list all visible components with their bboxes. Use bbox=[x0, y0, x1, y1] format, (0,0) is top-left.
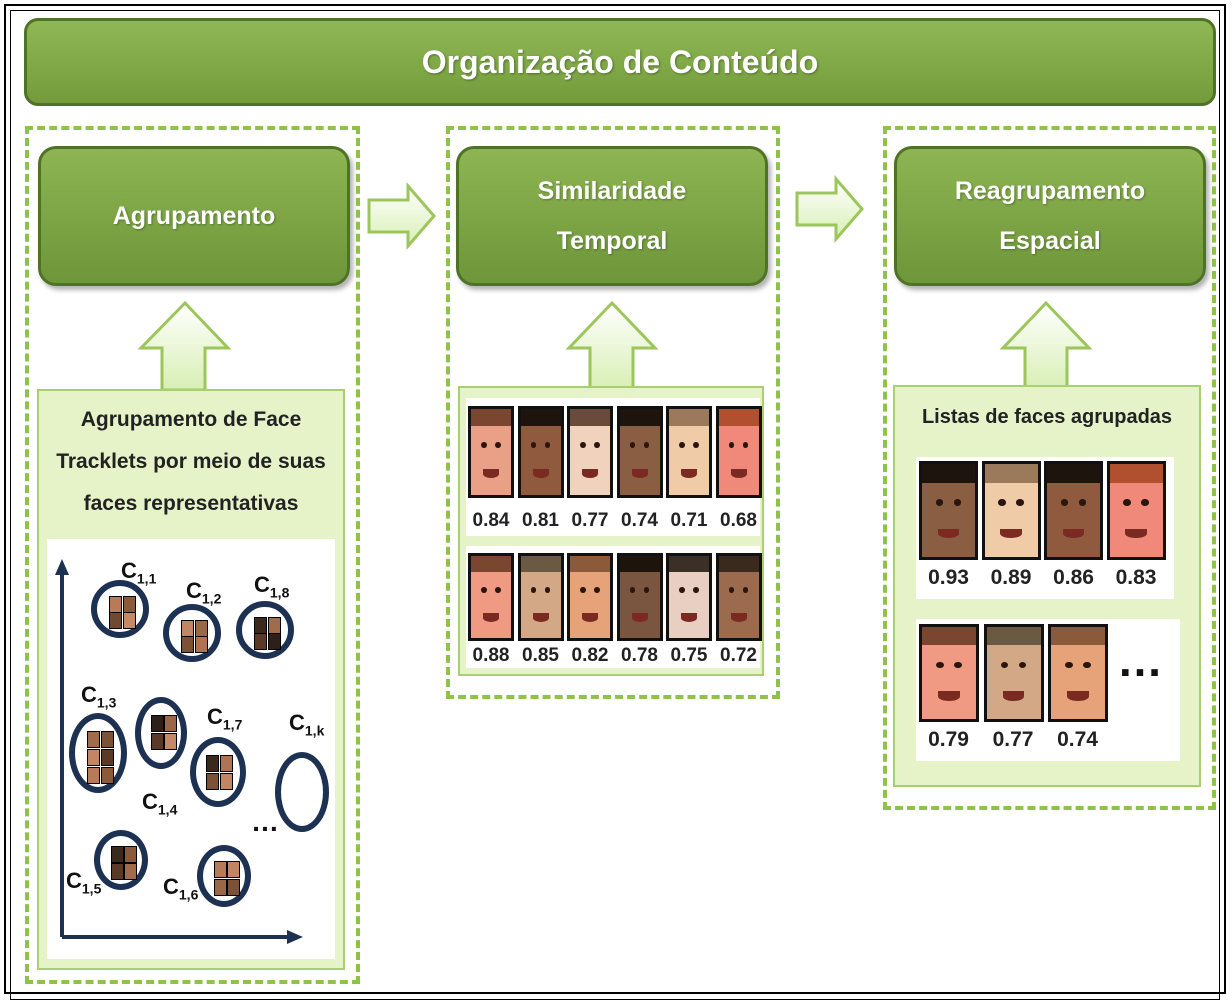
temporal-face-row1-1 bbox=[468, 406, 514, 498]
x-axis-arrowhead bbox=[287, 930, 303, 944]
spatial-face-row1-1 bbox=[919, 461, 978, 560]
temporal-score-row1-1: 0.84 bbox=[472, 510, 510, 531]
scatter-axes bbox=[55, 559, 303, 944]
column-reagrupamento bbox=[883, 126, 1216, 810]
reagrupamento-line: Reagrupamento bbox=[954, 177, 1146, 205]
up-arrow-2 bbox=[565, 300, 659, 392]
y-axis-arrowhead bbox=[55, 559, 69, 575]
up-arrow-3 bbox=[999, 300, 1093, 392]
temporal-face-row1-3 bbox=[567, 406, 613, 498]
temporal-face-row2-4 bbox=[616, 553, 663, 641]
temporal-face-row2-5 bbox=[666, 553, 712, 641]
label-c-1-1: C1,1 bbox=[121, 558, 157, 587]
temporal-face-row2-1 bbox=[468, 553, 514, 641]
temporal-score-row1-5: 0.71 bbox=[670, 510, 708, 531]
agrupamento-box: Agrupamento bbox=[38, 146, 350, 286]
agrupamento-description-line-2: Tracklets por meio de suas bbox=[56, 450, 326, 473]
cluster-1-7 bbox=[190, 737, 246, 807]
temporal-face-row1-6 bbox=[715, 406, 762, 498]
scatter-ellipsis: … bbox=[251, 806, 279, 837]
cluster-1-2 bbox=[163, 604, 221, 662]
temporal-face-row1-4 bbox=[616, 406, 663, 498]
temporal-score-row2-3: 0.82 bbox=[571, 645, 609, 666]
label-c-1-5: C1,5 bbox=[66, 868, 102, 897]
label-c-1-8: C1,8 bbox=[254, 572, 290, 601]
espacial-line: Espacial bbox=[999, 227, 1101, 255]
spatial-score-row1-3: 0.86 bbox=[1053, 566, 1094, 589]
right-arrow-2 bbox=[795, 174, 864, 244]
cluster-1-6 bbox=[197, 845, 251, 907]
agrupamento-description-line-1: Agrupamento de Face bbox=[80, 408, 302, 431]
up-arrow-1 bbox=[137, 300, 232, 392]
label-c-1-3: C1,3 bbox=[81, 682, 117, 711]
temporal-score-row2-5: 0.75 bbox=[670, 645, 708, 666]
listas-description: Listas de faces agrupadas bbox=[921, 406, 1173, 428]
agrupamento-description-line-3: faces representativas bbox=[83, 492, 299, 515]
cluster-1-5 bbox=[94, 830, 148, 890]
right-arrow-1 bbox=[367, 181, 436, 251]
spatial-face-row2-1 bbox=[919, 624, 979, 722]
cluster-1-4 bbox=[135, 697, 187, 769]
temporal-line: Temporal bbox=[556, 227, 668, 255]
spatial-face-row2-2 bbox=[983, 624, 1044, 722]
spatial-face-row1-3 bbox=[1044, 461, 1103, 560]
spatial-score-row2-1: 0.79 bbox=[928, 728, 969, 751]
similaridade-temporal-box: Similaridade Temporal bbox=[456, 146, 768, 286]
temporal-face-row2-6 bbox=[715, 553, 762, 641]
reagrupamento-espacial-box: Reagrupamento Espacial bbox=[894, 146, 1206, 286]
spatial-face-row1-2 bbox=[981, 461, 1041, 560]
temporal-face-row2-3 bbox=[567, 553, 613, 641]
label-c-1-k: C1,k bbox=[289, 710, 325, 739]
temporal-score-row2-4: 0.78 bbox=[621, 645, 658, 666]
temporal-score-row2-6: 0.72 bbox=[720, 645, 757, 666]
temporal-face-row1-2 bbox=[517, 406, 564, 498]
temporal-score-row2-1: 0.88 bbox=[472, 645, 510, 666]
spatial-score-row1-1: 0.93 bbox=[928, 566, 969, 589]
temporal-face-row2-2 bbox=[517, 553, 564, 641]
spatial-face-row2-3 bbox=[1048, 624, 1108, 722]
spatial-score-row2-2: 0.77 bbox=[992, 728, 1034, 751]
cluster-1-8 bbox=[236, 601, 294, 659]
label-c-1-6: C1,6 bbox=[163, 874, 199, 903]
main-title: Organização de Conteúdo bbox=[24, 18, 1216, 106]
label-c-1-2: C1,2 bbox=[186, 578, 222, 607]
cluster-1-k bbox=[275, 752, 329, 832]
temporal-face-row1-5 bbox=[666, 406, 712, 498]
spatial-face-row1-4 bbox=[1106, 461, 1166, 560]
column-similaridade bbox=[446, 126, 780, 699]
spatial-score-row1-2: 0.89 bbox=[990, 566, 1032, 589]
cluster-1-1 bbox=[91, 580, 149, 638]
temporal-score-row1-2: 0.81 bbox=[522, 510, 559, 531]
temporal-score-row1-6: 0.68 bbox=[720, 510, 757, 531]
cluster-1-3 bbox=[69, 713, 127, 793]
temporal-score-row2-2: 0.85 bbox=[522, 645, 559, 666]
temporal-score-row1-4: 0.74 bbox=[621, 510, 658, 531]
spatial-ellipsis: … bbox=[1117, 634, 1165, 686]
similaridade-line: Similaridade bbox=[537, 177, 687, 205]
temporal-score-row1-3: 0.77 bbox=[571, 510, 609, 531]
spatial-score-row1-4: 0.83 bbox=[1115, 566, 1157, 589]
label-c-1-4: C1,4 bbox=[142, 789, 178, 818]
column-agrupamento bbox=[25, 126, 360, 984]
spatial-score-row2-3: 0.74 bbox=[1057, 728, 1098, 751]
label-c-1-7: C1,7 bbox=[207, 704, 243, 733]
